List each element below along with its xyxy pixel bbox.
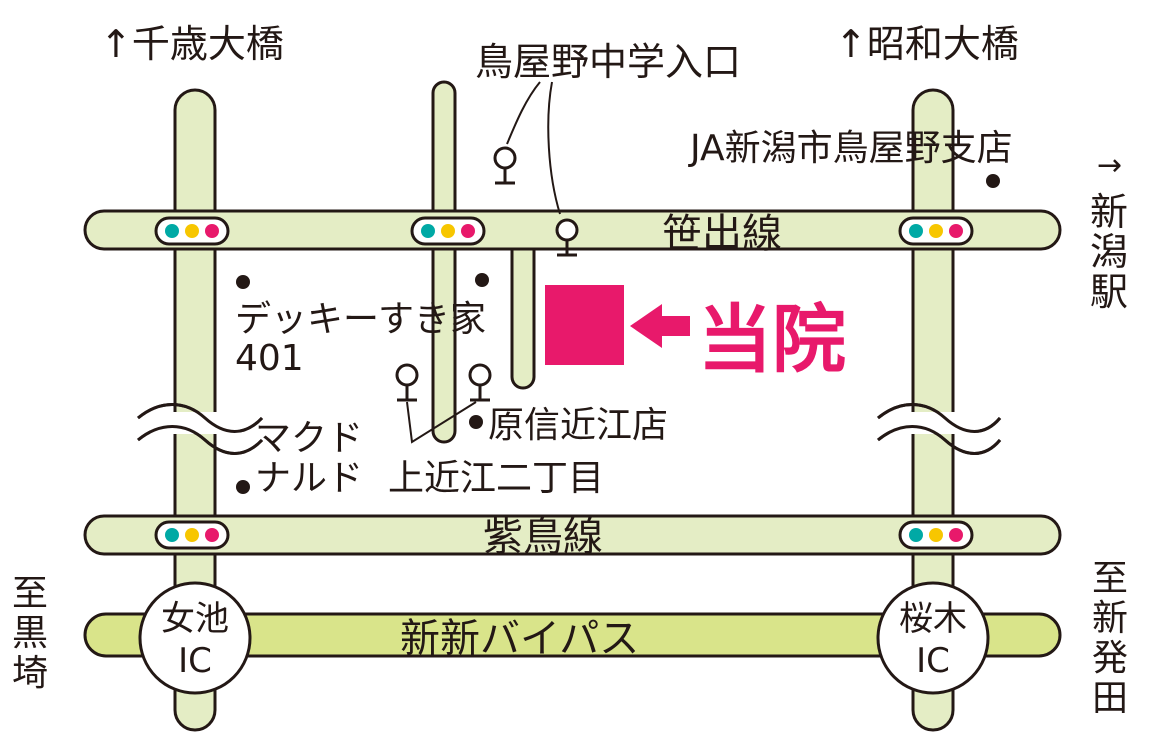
label-bus-stop-toriyano: 鳥屋野中学入口 [475, 40, 741, 84]
label-mcdonalds-1: マクド [255, 418, 363, 459]
ic-sakuragi-circle [876, 581, 990, 695]
road-label-sasade: 笹出線 [662, 211, 782, 257]
label-niigata-station-2: 潟 [1090, 230, 1128, 274]
landmark-dot [236, 275, 250, 289]
road-center-vertical [431, 80, 457, 444]
label-kurosaki-3: 埼 [12, 653, 48, 694]
road-bypass [83, 612, 1062, 658]
ic-onnaike-ic: IC [178, 641, 212, 681]
landmark-dot [986, 174, 1000, 188]
landmark-dot [469, 415, 483, 429]
label-deckie-1: デッキー [235, 299, 379, 340]
label-showa-bridge: ↑昭和大橋 [835, 22, 1019, 66]
label-ja-branch: JA新潟市鳥屋野支店 [688, 128, 1013, 169]
traffic-signal-icon [154, 216, 230, 246]
traffic-signal-icon [154, 520, 230, 550]
label-shibata-4: 田 [1092, 678, 1128, 719]
label-shibata-3: 発 [1092, 638, 1128, 679]
traffic-signal-icon [898, 520, 974, 550]
label-kurosaki-2: 黒 [12, 613, 48, 654]
label-shibata-2: 新 [1092, 598, 1128, 639]
label-mcdonalds-2: ナルド [255, 458, 363, 499]
label-niigata-arrow: → [1097, 148, 1122, 183]
label-deckie-2: 401 [235, 338, 304, 379]
ic-sakuragi-name: 桜木 [899, 599, 967, 639]
label-shibata-1: 至 [1092, 558, 1128, 599]
road-break-lines [137, 403, 1002, 455]
label-bus-stop-kamiomi: 上近江二丁目 [388, 458, 604, 499]
label-chitose-bridge: ↑千歳大橋 [100, 22, 284, 66]
traffic-signal-icon [410, 216, 486, 246]
landmark-dot [236, 480, 250, 494]
label-sukiya: すき家 [378, 299, 486, 340]
ic-onnaike-name: 女池 [161, 599, 229, 639]
traffic-signal-icon [898, 216, 974, 246]
bus-stop-icon [555, 218, 579, 257]
bus-stop-icon [395, 363, 419, 402]
label-niigata-station-1: 新 [1090, 190, 1128, 234]
bus-stop-icon [468, 363, 492, 402]
leader-lines [406, 81, 561, 444]
clinic-label: 当院 [698, 297, 846, 383]
road-label-bypass: 新新バイパス [400, 616, 639, 662]
bus-stop-icon [493, 146, 517, 185]
clinic-arrow-icon [630, 304, 690, 348]
label-kurosaki-1: 至 [12, 573, 48, 614]
ic-sakuragi-ic: IC [916, 641, 950, 681]
landmark-dot [475, 273, 489, 287]
clinic-marker [545, 285, 624, 365]
label-niigata-station-3: 駅 [1090, 270, 1128, 314]
label-harashin: 原信近江店 [488, 405, 668, 446]
road-label-shicho: 紫鳥線 [483, 514, 603, 560]
ic-onnaike-circle [138, 581, 252, 695]
road-shicho [83, 514, 1062, 556]
